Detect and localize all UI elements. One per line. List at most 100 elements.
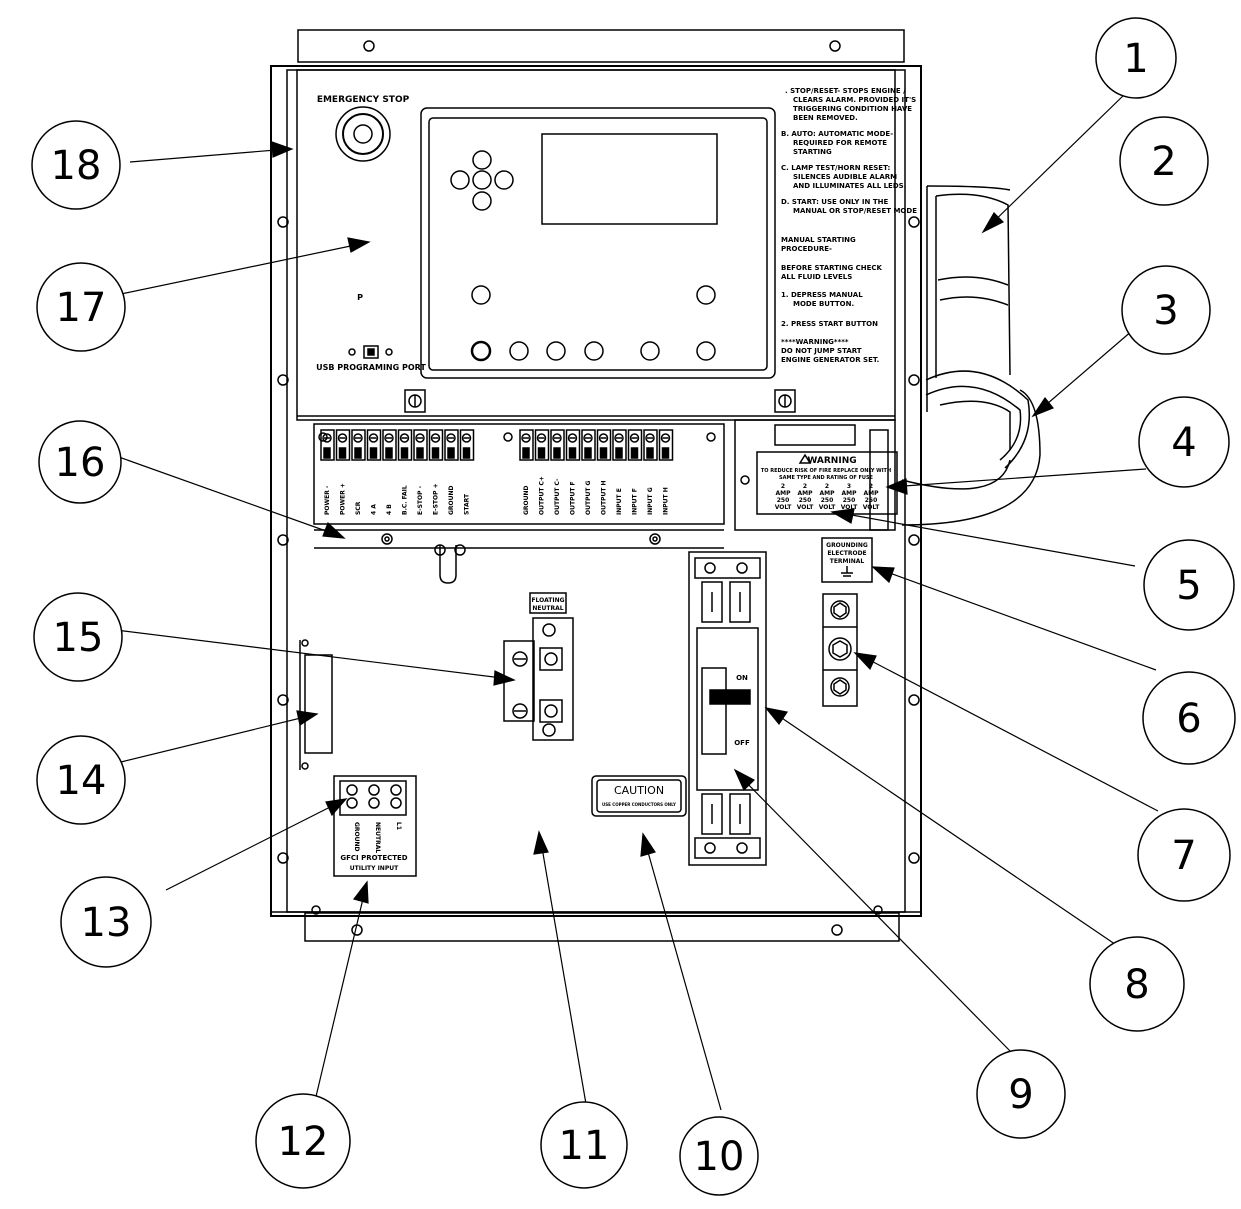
callout-3 (1121, 265, 1211, 355)
ground-symbol-icon (841, 566, 853, 577)
floating-neutral-line1: FLOATING (531, 597, 564, 604)
callout-number: 8 (1124, 962, 1149, 1008)
instruction-line: MANUAL OR STOP/RESET MODE (793, 207, 917, 215)
callout-number: 7 (1171, 833, 1196, 879)
terminal-label: OUTPUT C+ (539, 476, 546, 515)
terminal-label: INPUT F (632, 488, 639, 515)
gfci-label1: GFCI PROTECTED (340, 854, 407, 862)
terminal-clamp (447, 447, 455, 459)
terminal-screw[interactable] (320, 429, 335, 461)
terminal-screw[interactable] (366, 429, 382, 461)
callout-18 (31, 120, 121, 210)
instruction-line: . STOP/RESET- STOPS ENGINE / (785, 87, 906, 95)
terminal-clamp (416, 447, 424, 459)
callout-5 (1143, 539, 1235, 631)
instruction-line: 1. DEPRESS MANUAL (781, 291, 863, 299)
caution-subtitle: USE COPPER CONDUCTORS ONLY (602, 802, 676, 807)
terminal-clamp (630, 447, 639, 459)
callout-16 (38, 420, 122, 504)
emergency-stop-button[interactable] (335, 106, 391, 162)
terminal-clamp (400, 447, 409, 459)
fuse-rating-text: 2 (869, 483, 873, 490)
callout-8 (1089, 936, 1185, 1032)
terminal-screw[interactable] (596, 429, 612, 461)
terminal-label: POWER - (324, 485, 331, 515)
terminal-screw[interactable] (565, 429, 581, 461)
terminal-screw[interactable] (534, 429, 550, 461)
terminal-clamp (568, 447, 577, 459)
terminal-label: OUTPUT F (570, 481, 577, 515)
caution-title: CAUTION (614, 784, 664, 797)
gfci-label2: UTILITY INPUT (350, 865, 399, 872)
callout-number: 10 (694, 1134, 745, 1180)
exhaust-vent (901, 185, 1041, 526)
terminal-screw[interactable] (581, 429, 596, 461)
fuse-rating-text: 3 (847, 483, 851, 490)
grounding-lugs[interactable] (822, 593, 858, 707)
terminal-screw[interactable] (459, 429, 475, 461)
terminal-screw[interactable] (413, 429, 428, 461)
terminal-label: 4 B (386, 504, 393, 515)
terminal-screw[interactable] (397, 429, 413, 461)
terminal-screw[interactable] (444, 429, 459, 461)
warning-triangle-icon (798, 453, 812, 464)
terminal-clamp (431, 447, 440, 459)
grounding-line3: TERMINAL (830, 558, 865, 565)
callout-number: 13 (81, 900, 132, 946)
terminal-screw-head (660, 433, 671, 443)
terminal-screw-head (552, 433, 562, 443)
top-flange (297, 29, 905, 63)
terminal-screw[interactable] (612, 429, 627, 461)
usb-port[interactable] (348, 345, 393, 359)
circuit-breaker[interactable] (688, 551, 767, 866)
terminal-label: START (464, 493, 471, 515)
terminal-label: OUTPUT C- (554, 478, 561, 515)
terminal-screw[interactable] (658, 429, 674, 461)
terminal-screw[interactable] (382, 429, 397, 461)
terminal-label: INPUT G (647, 487, 654, 515)
terminal-screw[interactable] (643, 429, 658, 461)
terminal-screw[interactable] (335, 429, 351, 461)
navigation-keypad[interactable] (450, 150, 514, 211)
terminal-label: GROUND (523, 485, 530, 515)
fuse-rating-text: AMP (841, 490, 857, 497)
floating-neutral-label-box (529, 592, 567, 614)
breaker-on-label: ON (736, 674, 748, 682)
terminal-screw[interactable] (428, 429, 444, 461)
terminal-screw-head (461, 433, 472, 443)
terminal-screw[interactable] (550, 429, 565, 461)
instruction-line: D. START: USE ONLY IN THE (781, 198, 888, 206)
callout-6 (1142, 671, 1236, 765)
terminal-screw-head (353, 433, 363, 443)
grounding-label-box (821, 537, 873, 583)
terminal-screw[interactable] (351, 429, 366, 461)
callout-number: 17 (56, 285, 107, 331)
terminal-screw-head (598, 433, 609, 443)
instruction-line: ****WARNING**** (781, 338, 849, 346)
terminal-screw-head (322, 433, 332, 443)
instruction-line: 2. PRESS START BUTTON (781, 320, 878, 328)
emergency-stop-label: EMERGENCY STOP (317, 95, 410, 105)
warning-title: WARNING (807, 456, 856, 466)
grounding-line1: GROUNDING (826, 542, 868, 549)
terminal-screw[interactable] (519, 429, 534, 461)
panel-latches[interactable] (404, 389, 796, 413)
fuse-rating-text: VOLT (797, 504, 814, 511)
side-receptacle (299, 639, 333, 770)
terminal-screw-head (629, 433, 640, 443)
terminal-screw[interactable] (627, 429, 643, 461)
callout-17 (36, 262, 126, 352)
rail-screw (503, 432, 513, 442)
terminal-screw-head (567, 433, 578, 443)
terminal-clamp (338, 447, 347, 459)
controller-buttons[interactable] (470, 285, 716, 362)
gfci-terminal-label: L1 (395, 822, 402, 830)
instruction-line: SILENCES AUDIBLE ALARM (793, 173, 897, 181)
instruction-line: STARTING (793, 148, 832, 156)
terminal-label: OUTPUT H (601, 480, 608, 515)
terminal-clamp (661, 447, 670, 459)
fuse-ratings: 2AMP250VOLT2AMP250VOLT2AMP250VOLT3AMP250… (775, 453, 880, 511)
terminal-clamp (537, 447, 546, 459)
fuse-rating-text: 250 (865, 497, 878, 504)
terminal-screw-head (337, 433, 348, 443)
